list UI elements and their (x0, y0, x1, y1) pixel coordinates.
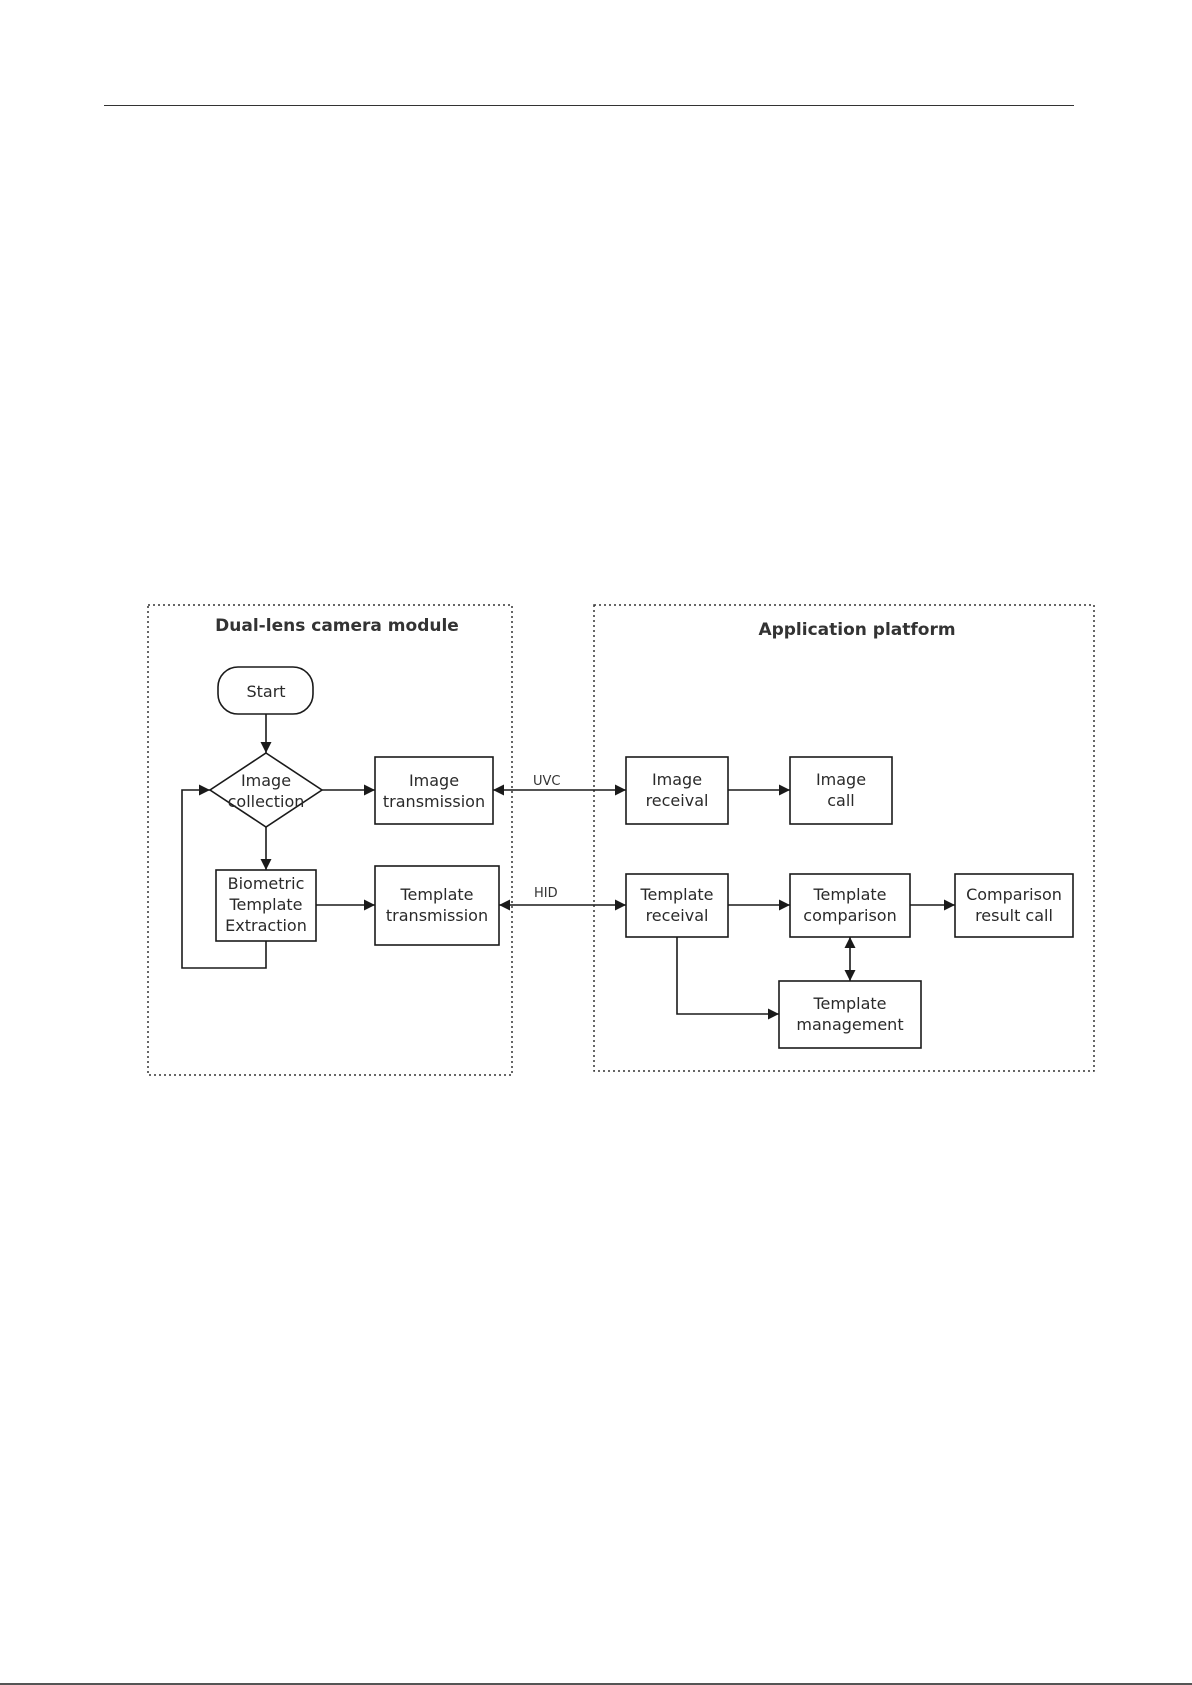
node-label-line: Extraction (225, 916, 307, 935)
node-label-line: collection (228, 792, 305, 811)
node-label-line: call (827, 791, 855, 810)
arrow-receival-to-management (677, 937, 779, 1014)
camera-module-title: Dual-lens camera module (215, 616, 459, 636)
start-node-label: Start (246, 682, 285, 701)
node-label-line: Image (409, 771, 459, 790)
node-label-line: receival (646, 906, 709, 925)
node-label-line: comparison (803, 906, 896, 925)
node-label-line: Template (399, 885, 473, 904)
image-transmission-node (375, 757, 493, 824)
hid-label: HID (534, 886, 558, 901)
node-label-line: Comparison (966, 885, 1062, 904)
camera-module-group (148, 605, 512, 1075)
node-label-line: transmission (383, 792, 485, 811)
image-collection-decision (210, 753, 322, 827)
node-label-line: Template (228, 895, 302, 914)
node-label-line: transmission (386, 906, 488, 925)
node-label-line: Image (241, 771, 291, 790)
uvc-label: UVC (533, 774, 561, 789)
node-label-line: management (796, 1015, 903, 1034)
application-platform-title: Application platform (758, 620, 955, 640)
node-label-line: receival (646, 791, 709, 810)
node-label-line: Image (816, 770, 866, 789)
node-label-line: Template (812, 885, 886, 904)
node-label-line: Image (652, 770, 702, 789)
node-label-line: result call (975, 906, 1053, 925)
node-label-line: Biometric (228, 874, 305, 893)
node-label-line: Start (246, 682, 285, 701)
node-label-line: Template (639, 885, 713, 904)
node-label-line: Template (812, 994, 886, 1013)
